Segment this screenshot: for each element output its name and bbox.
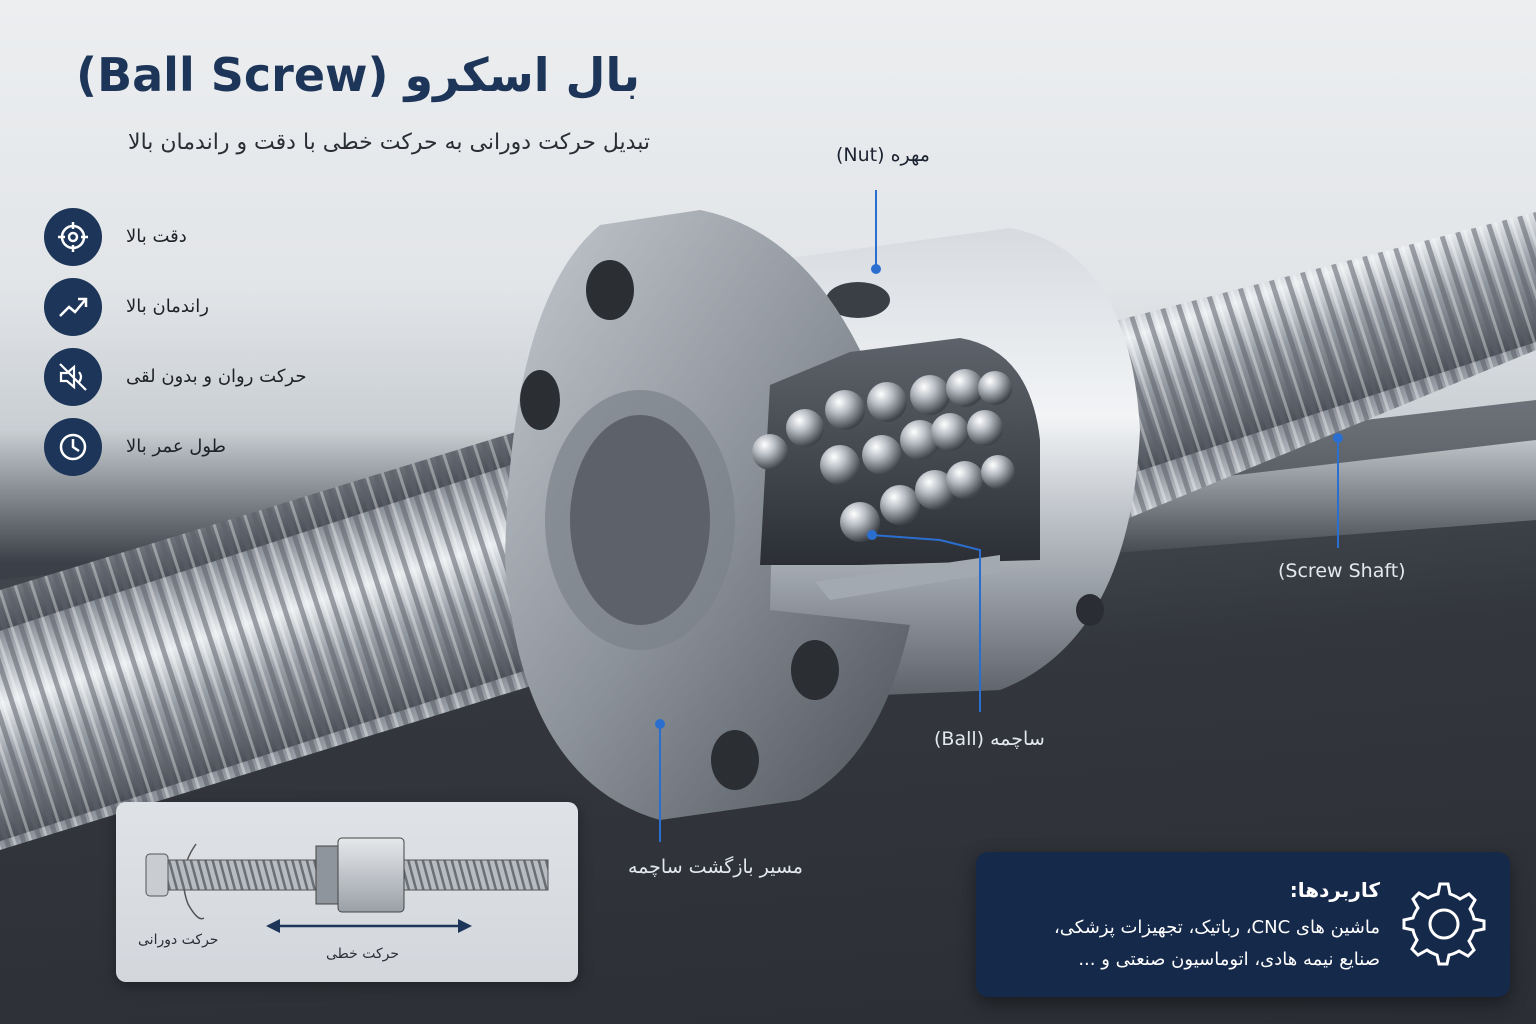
feature-lifetime: طول عمر بالا xyxy=(44,418,364,488)
mute-icon xyxy=(44,348,102,406)
feature-list: دقت بالا راندمان بالا حرکت روان و بدون ل… xyxy=(44,208,364,488)
return-channel xyxy=(815,555,1000,600)
applications-line: صنایع نیمه هادی، اتوماسیون صنعتی و ... xyxy=(1078,949,1380,970)
page-title: بال اسکرو (Ball Screw) xyxy=(76,48,640,102)
feature-smooth: حرکت روان و بدون لقی xyxy=(44,348,364,418)
balls xyxy=(752,369,1015,542)
callout-return-path: مسیر بازگشت ساچمه xyxy=(628,856,803,878)
trend-up-icon xyxy=(44,278,102,336)
callout-screw-shaft: (Screw Shaft) xyxy=(1278,560,1406,582)
feature-label: طول عمر بالا xyxy=(126,436,226,457)
rotary-motion-label: حرکت دورانی xyxy=(138,932,219,948)
page-subtitle: تبدیل حرکت دورانی به حرکت خطی با دقت و ر… xyxy=(128,130,650,155)
screw-shaft-right xyxy=(1080,212,1536,530)
feature-precision: دقت بالا xyxy=(44,208,364,278)
callout-ball: ساچمه (Ball) xyxy=(934,728,1045,750)
target-icon xyxy=(44,208,102,266)
feature-efficiency: راندمان بالا xyxy=(44,278,364,348)
feature-label: دقت بالا xyxy=(126,226,187,247)
linear-motion-label: حرکت خطی xyxy=(326,946,400,962)
clock-icon xyxy=(44,418,102,476)
gear-icon xyxy=(1402,882,1486,966)
applications-line: ماشین های CNC، رباتیک، تجهیزات پزشکی، xyxy=(1053,917,1380,938)
applications-title: کاربردها: xyxy=(1289,878,1380,902)
feature-label: راندمان بالا xyxy=(126,296,209,317)
motion-diagram: حرکت دورانی حرکت خطی xyxy=(116,802,578,982)
motion-diagram-drawing xyxy=(145,837,549,933)
applications-text: ماشین های CNC، رباتیک، تجهیزات پزشکی، صن… xyxy=(990,912,1380,976)
applications-panel: کاربردها: ماشین های CNC، رباتیک، تجهیزات… xyxy=(976,852,1510,997)
feature-label: حرکت روان و بدون لقی xyxy=(126,366,307,387)
callout-nut: مهره (Nut) xyxy=(836,144,930,166)
